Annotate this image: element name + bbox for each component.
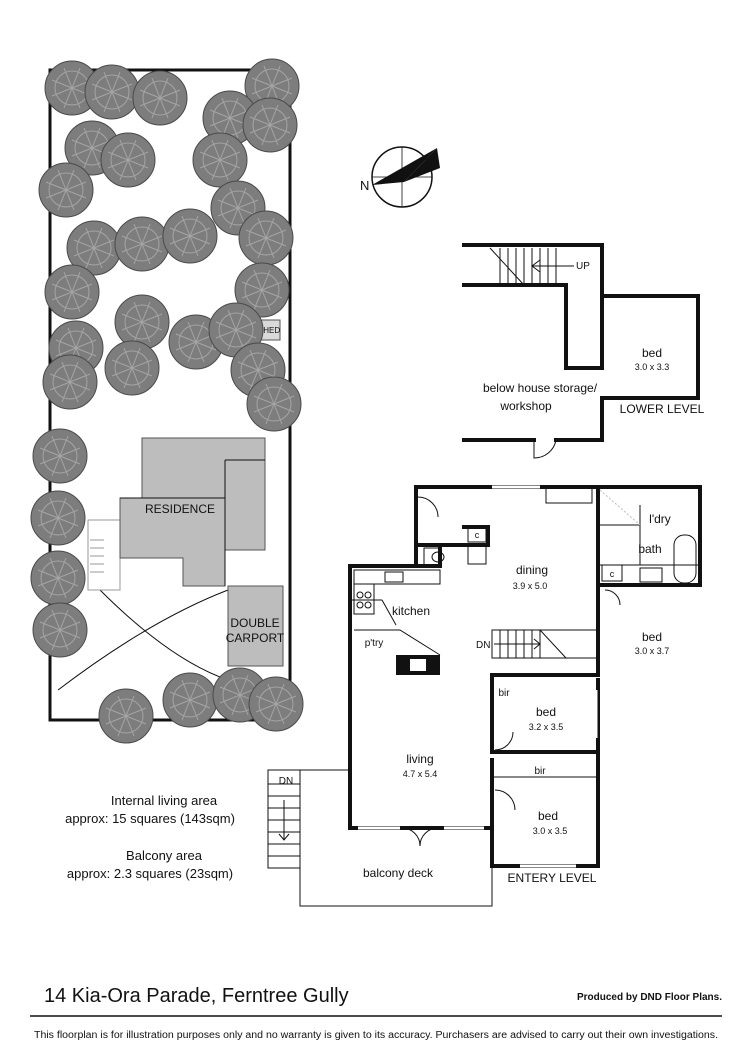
compass-needle [372, 148, 437, 185]
balcony-stairs-down-label: DN [279, 776, 293, 787]
toilet [423, 547, 441, 567]
storage-label-1: below house storage/ [483, 381, 598, 395]
pantry-wall [354, 629, 441, 656]
balcony-outline [267, 769, 493, 907]
dining-dims: 3.9 x 5.0 [513, 581, 548, 591]
lower-level-name: LOWER LEVEL [620, 402, 705, 416]
lower-up-label: UP [576, 261, 590, 272]
living-label: living [406, 752, 433, 766]
compass: N [360, 146, 440, 208]
cooktop [353, 583, 375, 615]
carport-label-1: DOUBLE [230, 616, 279, 630]
balcony-area-value: approx: 2.3 squares (23sqm) [67, 866, 233, 881]
driveway-edge [99, 589, 229, 681]
lower-door-swing [533, 439, 557, 459]
credit-line: Produced by DND Floor Plans. [577, 992, 722, 1003]
compass-needle-tail [404, 148, 440, 182]
disclaimer: This floorplan is for illustration purpo… [34, 1030, 718, 1041]
residence-label: RESIDENCE [145, 502, 215, 516]
svg-text:c: c [610, 569, 615, 579]
entry-level-plan: c c l'dry bath dining 3.9 x 5.0 kitchen … [267, 485, 702, 907]
balcony-stairs [268, 769, 301, 868]
laundry-label: l'dry [649, 512, 671, 526]
lower-bed-dims: 3.0 x 3.3 [635, 362, 670, 372]
bathtub [673, 534, 697, 584]
pantry-label: p'try [365, 638, 384, 649]
property-address: 14 Kia-Ora Parade, Ferntree Gully [44, 985, 349, 1007]
entry-steps [90, 539, 104, 573]
lower-stairs [489, 247, 574, 286]
lower-level-plan: UP bed 3.0 x 3.3 below house storage/ wo… [462, 243, 705, 459]
compass-cross [372, 147, 432, 207]
balcony-label: balcony deck [363, 866, 434, 880]
svg-text:c: c [475, 530, 480, 540]
entry-doors [350, 496, 621, 847]
bed-c-label: bed [538, 809, 558, 823]
footer: 14 Kia-Ora Parade, Ferntree Gully Produc… [30, 985, 722, 1041]
site-plan: RESIDENCE DOUBLE CARPORT SHED [30, 58, 304, 744]
compass-north: N [360, 178, 369, 193]
laundry-tiles [599, 489, 641, 526]
bed-a-label: bed [642, 630, 662, 644]
carport [227, 585, 284, 667]
shed-label: SHED [258, 326, 280, 335]
entry-interior-walls [414, 485, 600, 830]
bed-a-dims: 3.0 x 3.7 [635, 646, 670, 656]
wc-basin [467, 545, 487, 565]
kitchen-sink [384, 571, 404, 583]
bed-c-dims: 3.0 x 3.5 [533, 826, 568, 836]
bed-b-label: bed [536, 705, 556, 719]
storage-label-2: workshop [499, 399, 552, 413]
area-summary: Internal living area approx: 15 squares … [65, 793, 235, 881]
bath-cupboard [601, 564, 623, 582]
entry-steps-outline [87, 519, 121, 591]
internal-area-title: Internal living area [111, 793, 218, 808]
wc-cupboard [467, 527, 487, 543]
dining-bay-window [545, 487, 593, 504]
kitchen-label: kitchen [392, 604, 430, 618]
carport-label-2: CARPORT [226, 631, 285, 645]
bath-basin [639, 567, 663, 583]
bir-b-label: bir [498, 688, 510, 699]
kitchen-bench-top [353, 569, 441, 585]
balcony-area-title: Balcony area [126, 848, 203, 863]
dining-label: dining [516, 563, 548, 577]
lower-bed-label: bed [642, 346, 662, 360]
residence-roof-lines [120, 459, 265, 586]
driveway-path [57, 589, 229, 691]
entry-stairs [491, 629, 599, 659]
internal-area-value: approx: 15 squares (143sqm) [65, 811, 235, 826]
bed-b-dims: 3.2 x 3.5 [529, 722, 564, 732]
bir-c-label: bir [534, 766, 546, 777]
stairs-down-label: DN [476, 640, 490, 651]
entry-level-name: ENTERY LEVEL [508, 871, 597, 885]
bath-label: bath [638, 542, 661, 556]
living-dims: 4.7 x 5.4 [403, 769, 438, 779]
